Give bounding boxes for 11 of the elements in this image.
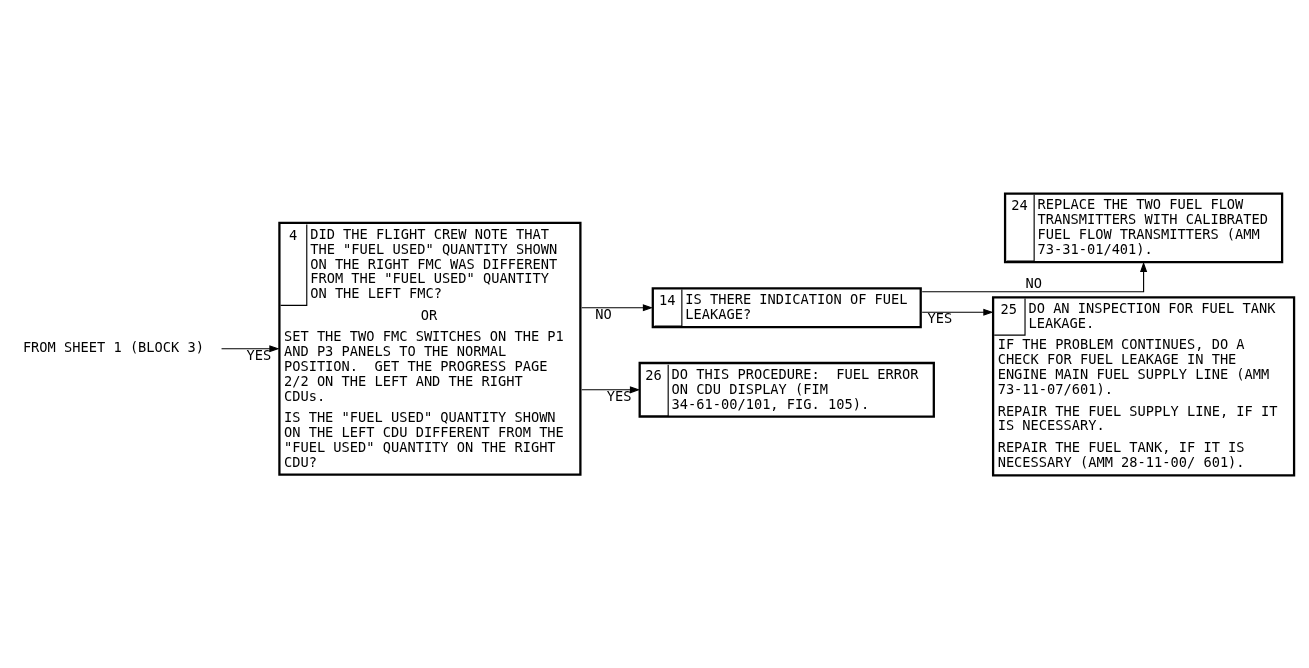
arrow [581, 385, 641, 393]
edge-label: YES [246, 346, 272, 363]
edge-label: NO [595, 305, 612, 322]
arrow [581, 303, 654, 311]
arrow [921, 308, 994, 316]
arrow [220, 344, 280, 352]
edge-label: YES [606, 387, 632, 404]
edge-label: NO [1025, 274, 1043, 291]
arrow [921, 261, 1148, 292]
node-text: FROM SHEET 1 (BLOCK 3) [22, 338, 204, 355]
edge-label: YES [927, 309, 953, 326]
